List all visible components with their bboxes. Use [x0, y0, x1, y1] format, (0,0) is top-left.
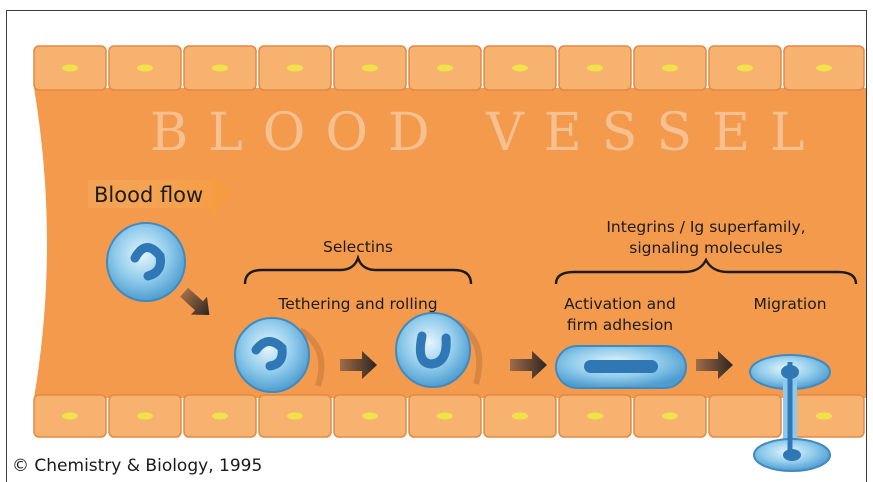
endothelium-top [34, 46, 864, 90]
stage-tethering-label: Tethering and rolling [277, 295, 437, 313]
selectins-label: Selectins [323, 238, 393, 256]
integrins-label-line1: Integrins / Ig superfamily, [606, 218, 805, 236]
nucleus [137, 65, 153, 72]
nucleus [816, 413, 832, 420]
nucleus [437, 413, 453, 420]
nucleus [137, 413, 153, 420]
stage-firm-adhesion-label: firm adhesion [567, 316, 673, 334]
nucleus [362, 65, 378, 72]
nucleus [587, 65, 603, 72]
nucleus [287, 65, 303, 72]
nucleus [587, 413, 603, 420]
stage-migration-label: Migration [753, 295, 826, 313]
nucleus [62, 65, 78, 72]
copyright-caption: © Chemistry & Biology, 1995 [12, 456, 262, 476]
vessel-title: BLOOD VESSEL [150, 103, 825, 163]
stage-activation-label: Activation and [564, 295, 676, 313]
nucleus [662, 413, 678, 420]
nucleus [662, 65, 678, 72]
nucleus [512, 65, 528, 72]
nucleus [362, 413, 378, 420]
nucleus [737, 65, 753, 72]
nucleus [212, 413, 228, 420]
integrins-label-line2: signaling molecules [629, 239, 782, 257]
blood-flow-label: Blood flow [94, 183, 203, 207]
endothelium-bottom [34, 395, 864, 437]
nucleus [212, 65, 228, 72]
nucleus [437, 65, 453, 72]
leukocyte-firm-adhesion [556, 346, 686, 388]
nucleus [62, 413, 78, 420]
nucleus [512, 413, 528, 420]
nucleus [287, 413, 303, 420]
endothelial-cell [709, 395, 781, 437]
nucleus [816, 65, 832, 72]
leukocyte-free [107, 223, 185, 301]
